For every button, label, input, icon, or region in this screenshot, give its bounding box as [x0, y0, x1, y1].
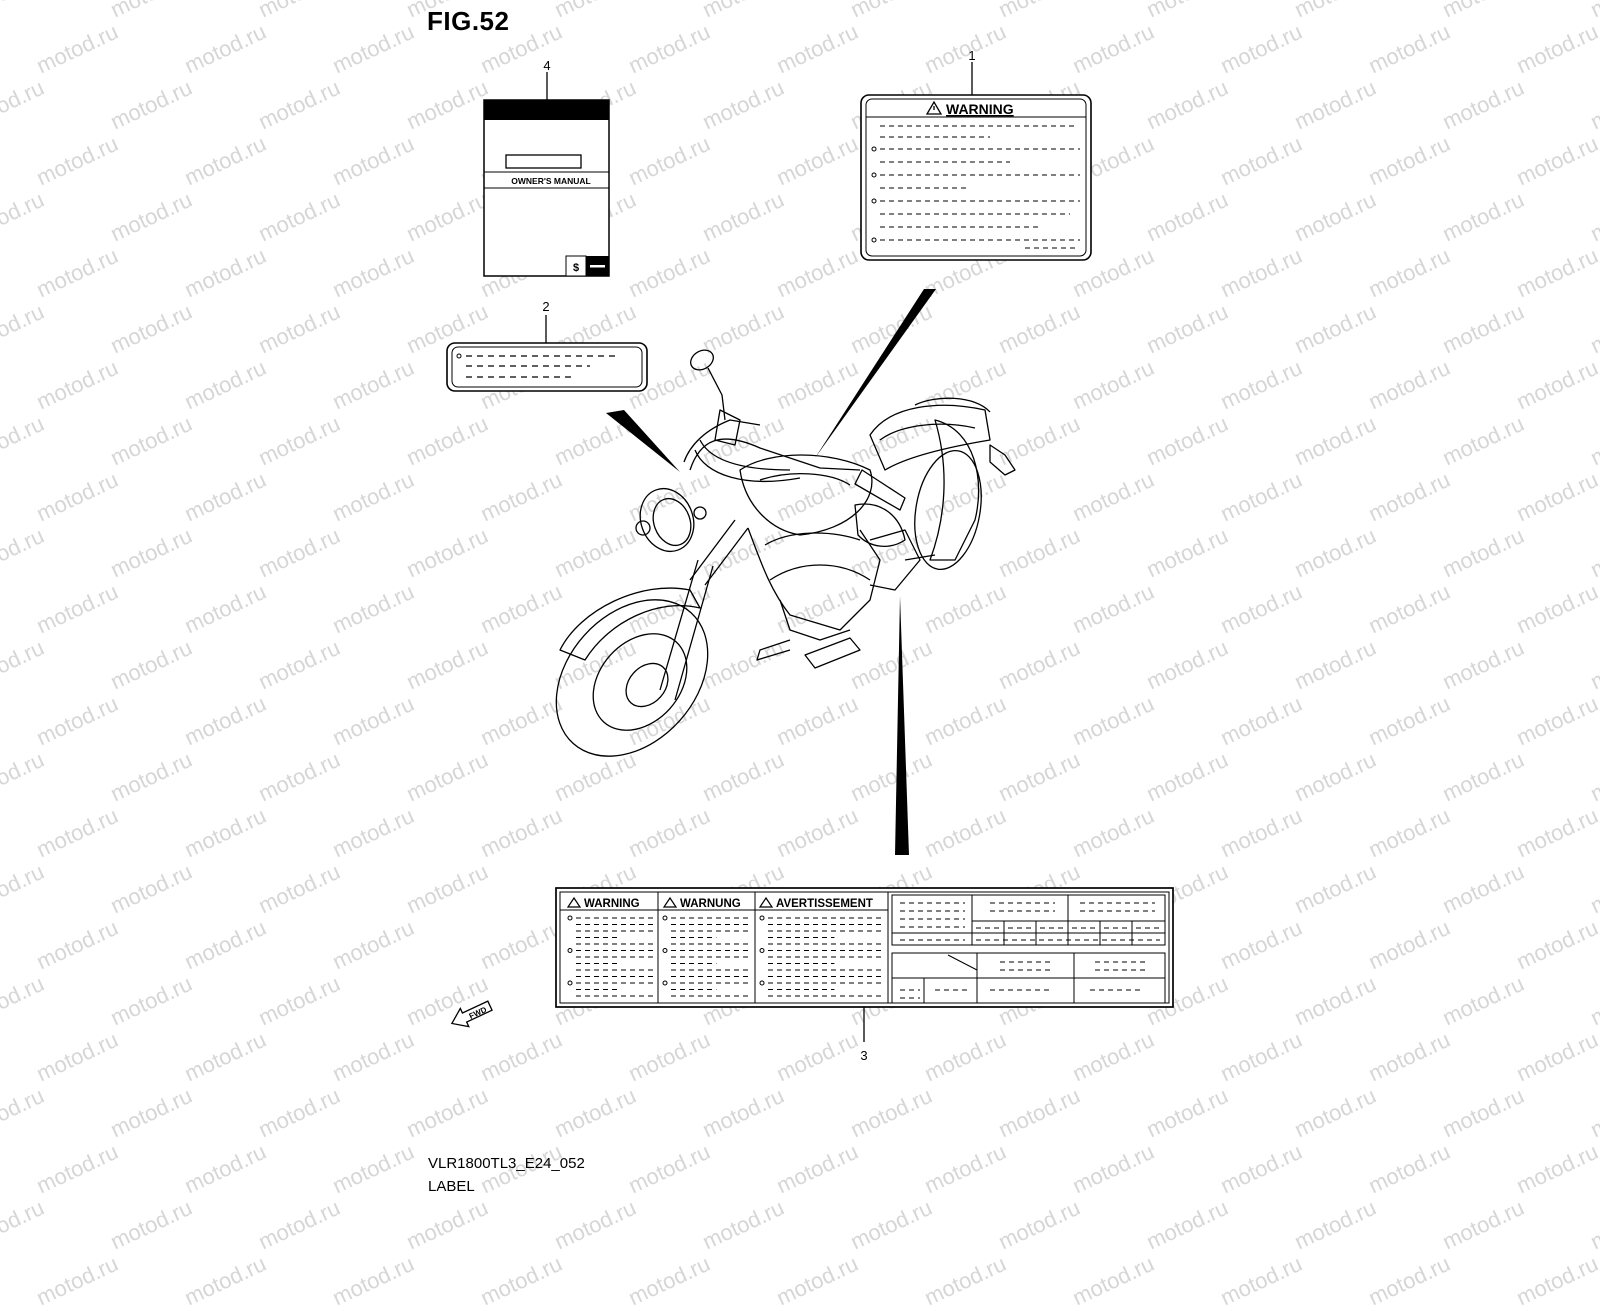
- tire-label-bullet: [759, 948, 765, 953]
- tire-label-text-lines: [567, 915, 884, 997]
- watermark-text: motod.ru: [1364, 1250, 1454, 1311]
- fwd-badge-text: FWD: [468, 1005, 489, 1021]
- tire-pressure-table: [891, 894, 1166, 1004]
- warning-heading: WARNING: [946, 101, 1014, 117]
- watermark-text: motod.ru: [1586, 1194, 1600, 1255]
- motorcycle-drawing: [555, 349, 1016, 757]
- tire-label-bullet: [662, 915, 668, 921]
- section-name: LABEL: [428, 1178, 475, 1195]
- tire-label-bullet: [567, 980, 573, 986]
- watermark-text: motod.ru: [254, 1194, 344, 1255]
- watermark-text: motod.ru: [920, 1250, 1010, 1311]
- warning-triangle-icon: [925, 100, 943, 115]
- watermark-text: motod.ru: [624, 1250, 714, 1311]
- part-number-3: 3: [860, 1048, 867, 1063]
- warning-text-lines: [871, 125, 1080, 249]
- watermark-text: motod.ru: [1290, 1194, 1380, 1255]
- tire-label-bullet: [759, 980, 765, 986]
- info-label: [446, 315, 648, 392]
- column-heading-en: WARNING: [584, 898, 640, 910]
- watermark-text: motod.ru: [550, 1194, 640, 1255]
- watermark-text: motod.ru: [328, 1250, 418, 1311]
- tire-label-bullet: [567, 915, 573, 921]
- warning-column-en: WARNING: [566, 896, 640, 910]
- warning-bullet: [871, 198, 877, 204]
- leader-wedges: [606, 289, 936, 855]
- watermark-text: motod.ru: [1216, 1250, 1306, 1311]
- tire-label-bullet: [662, 980, 668, 986]
- watermark-text: motod.ru: [1438, 1194, 1528, 1255]
- tire-label-bullet: [662, 948, 668, 953]
- part-number-2: 2: [542, 299, 549, 314]
- figure-title: FIG.52: [427, 6, 510, 36]
- tire-info-label: WARNING WARNUNG AVERTISSEMENT: [555, 887, 1174, 1008]
- watermark-text: motod.ru: [1142, 1194, 1232, 1255]
- column-heading-de: WARNUNG: [680, 898, 741, 910]
- tire-label-bullet: [567, 948, 573, 953]
- watermark-text: motod.ru: [1512, 1250, 1600, 1311]
- part-number-1: 1: [968, 48, 975, 63]
- fwd-arrow-icon: FWD: [450, 1000, 493, 1028]
- tire-table-text-lines: [900, 902, 1160, 999]
- warning-column-de: WARNUNG: [662, 896, 741, 910]
- model-code: VLR1800TL3_E24_052: [428, 1155, 585, 1172]
- warning-bullet: [871, 172, 877, 178]
- warning-label: WARNING: [860, 62, 1092, 261]
- watermark-text: motod.ru: [698, 1194, 788, 1255]
- watermark-text: motod.ru: [772, 1250, 862, 1311]
- watermark-text: motod.ru: [994, 1194, 1084, 1255]
- warning-bullet: [871, 237, 877, 243]
- column-heading-fr: AVERTISSEMENT: [776, 898, 873, 910]
- svg-text:$: $: [573, 262, 579, 274]
- watermark-text: motod.ru: [476, 1250, 566, 1311]
- warning-column-fr: AVERTISSEMENT: [758, 896, 873, 910]
- watermark-text: motod.ru: [402, 1194, 492, 1255]
- warning-bullet: [871, 146, 877, 152]
- watermark-text: motod.ru: [0, 1194, 48, 1255]
- watermark-text: motod.ru: [180, 1250, 270, 1311]
- watermark-text: motod.ru: [1068, 1250, 1158, 1311]
- owners-manual-title: OWNER'S MANUAL: [511, 176, 590, 186]
- watermark-text: motod.ru: [32, 1250, 122, 1311]
- tire-label-bullet: [759, 915, 765, 921]
- suzuki-logo-icon: $: [565, 255, 609, 277]
- watermark-text: motod.ru: [846, 1194, 936, 1255]
- parts-diagram: OWNER'S MANUAL $ 4 WARNING 1 2: [446, 48, 1174, 1063]
- watermark-text: motod.ru: [106, 1194, 196, 1255]
- owners-manual: OWNER'S MANUAL $: [483, 72, 610, 277]
- part-number-4: 4: [543, 58, 550, 73]
